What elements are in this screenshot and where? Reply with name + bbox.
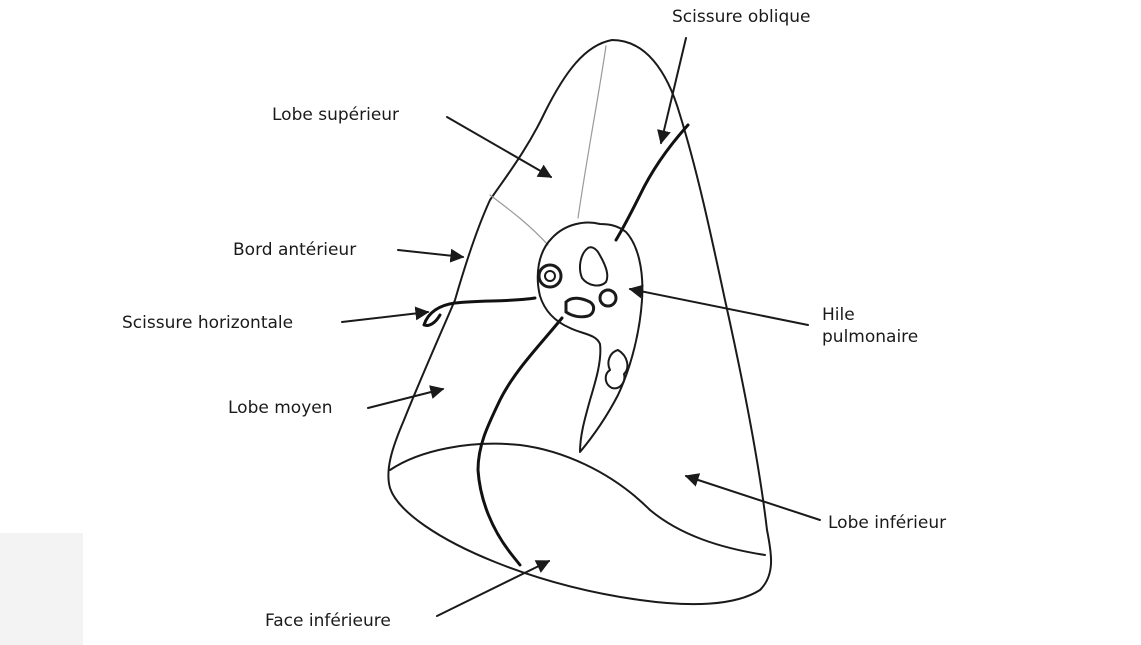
arrow-lobe-superieur	[447, 117, 551, 177]
label-hile-line1: Hile	[822, 304, 918, 326]
label-face-inferieure: Face inférieure	[265, 610, 391, 632]
arrow-scissure-oblique	[661, 38, 686, 143]
label-hile-line2: pulmonaire	[822, 326, 918, 348]
label-scissure-oblique: Scissure oblique	[672, 6, 811, 28]
oblique-fissure-upper	[616, 125, 688, 240]
label-bord-anterieur: Bord antérieur	[233, 239, 356, 261]
oblique-fissure-lower	[478, 318, 562, 565]
arrow-lobe-moyen	[368, 389, 443, 408]
horizontal-fissure	[424, 298, 535, 325]
label-lobe-superieur: Lobe supérieur	[272, 104, 399, 126]
arrow-hile	[630, 289, 808, 325]
label-hile-pulmonaire: Hile pulmonaire	[822, 304, 918, 348]
faint-line-anterior	[490, 195, 548, 245]
lung-outline	[388, 40, 771, 604]
vein-circle	[600, 290, 616, 306]
arrow-bord-anterieur	[398, 250, 463, 257]
label-lobe-moyen: Lobe moyen	[228, 397, 332, 419]
hilum-outline	[538, 223, 643, 452]
arrow-scissure-horizontale	[342, 312, 428, 322]
arrow-lobe-inferieur	[686, 476, 820, 520]
inferior-vein-shape	[606, 350, 628, 388]
bronchus-ring-inner	[545, 271, 555, 281]
label-lobe-inferieur: Lobe inférieur	[828, 512, 946, 534]
label-scissure-horizontale: Scissure horizontale	[122, 312, 293, 334]
arrow-face-inferieure	[437, 561, 549, 616]
bronchus-ring-outer	[539, 265, 561, 287]
bronchial-shape	[566, 298, 594, 317]
pulmonary-artery-shape	[580, 247, 607, 285]
faint-line-apex	[578, 46, 606, 218]
